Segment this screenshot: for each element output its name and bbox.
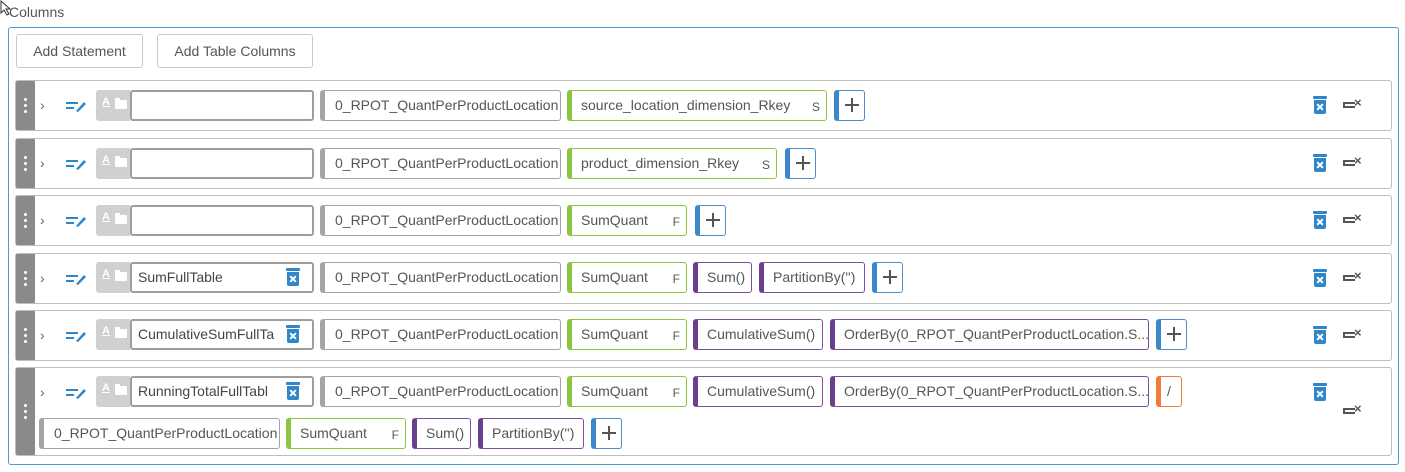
alias-type-badge: A [96,205,130,236]
column-type-tag: F [672,386,680,400]
drag-handle-icon[interactable] [16,139,35,188]
edit-pencil-icon[interactable] [66,157,86,171]
remove-column-icon[interactable]: × [1343,96,1365,110]
alias-input[interactable]: RunningTotalFullTabl [130,376,314,407]
statement-row: › A 0_RPOT_QuantPerProductLocation produ… [15,138,1392,189]
section-title: Columns [9,4,65,20]
edit-pencil-icon[interactable] [66,99,86,113]
plus-icon[interactable] [872,262,903,293]
trash-icon[interactable] [1313,154,1327,172]
chevron-right-icon[interactable]: › [40,384,45,400]
remove-column-icon[interactable]: × [1343,154,1365,168]
chevron-right-icon[interactable]: › [40,155,45,171]
trash-icon[interactable] [1313,326,1327,344]
column-type-tag: F [672,329,680,343]
alias-input[interactable] [130,205,314,236]
source-table-chip[interactable]: 0_RPOT_QuantPerProductLocation [320,376,561,407]
alias-type-badge: A [96,262,130,293]
drag-handle-icon[interactable] [16,311,35,360]
chevron-right-icon[interactable]: › [40,212,45,228]
source-table-chip[interactable]: 0_RPOT_QuantPerProductLocation [320,205,561,236]
function-chip[interactable]: OrderBy(0_RPOT_QuantPerProductLocation.S… [830,319,1149,350]
drag-handle-icon[interactable] [16,81,35,130]
clear-alias-icon[interactable] [286,325,300,343]
source-table-chip[interactable]: 0_RPOT_QuantPerProductLocation [320,90,561,121]
plus-icon[interactable] [695,205,726,236]
clear-alias-icon[interactable] [286,268,300,286]
column-type-tag: F [672,272,680,286]
column-type-tag: S [761,158,770,172]
operator-chip[interactable]: / [1156,376,1182,407]
trash-icon[interactable] [1313,269,1327,287]
edit-pencil-icon[interactable] [66,329,86,343]
columns-panel [8,27,1399,465]
mouse-cursor-icon [0,0,12,16]
edit-pencil-icon[interactable] [66,386,86,400]
function-chip[interactable]: Sum() [693,262,752,293]
remove-column-icon[interactable]: × [1343,211,1365,225]
statement-row: › A CumulativeSumFullTa 0_RPOT_QuantPerP… [15,310,1392,361]
trash-icon[interactable] [1313,96,1327,114]
source-table-chip[interactable]: 0_RPOT_QuantPerProductLocation [320,262,561,293]
alias-input[interactable]: SumFullTable [130,262,314,293]
column-type-tag: F [391,428,399,442]
column-type-tag: F [672,215,680,229]
alias-type-badge: A [96,319,130,350]
remove-column-icon[interactable]: × [1343,402,1365,416]
alias-input[interactable] [130,90,314,121]
edit-pencil-icon[interactable] [66,272,86,286]
plus-icon[interactable] [834,90,865,121]
plus-icon[interactable] [591,418,622,449]
alias-type-badge: A [96,376,130,407]
drag-handle-icon[interactable] [16,368,35,455]
alias-type-badge: A [96,90,130,121]
statement-row: › A 0_RPOT_QuantPerProductLocation sourc… [15,80,1392,131]
source-table-chip[interactable]: 0_RPOT_QuantPerProductLocation [320,148,561,179]
trash-icon[interactable] [1313,211,1327,229]
plus-icon[interactable] [785,148,816,179]
function-chip[interactable]: OrderBy(0_RPOT_QuantPerProductLocation.S… [830,376,1149,407]
alias-input[interactable]: CumulativeSumFullTa [130,319,314,350]
statement-row: › A RunningTotalFullTabl 0_RPOT_QuantPer… [15,367,1392,456]
alias-type-badge: A [96,148,130,179]
edit-pencil-icon[interactable] [66,214,86,228]
statement-row: › A 0_RPOT_QuantPerProductLocation SumQu… [15,195,1392,246]
clear-alias-icon[interactable] [286,382,300,400]
chevron-right-icon[interactable]: › [40,97,45,113]
function-chip[interactable]: CumulativeSum() [693,376,823,407]
column-type-tag: S [811,100,820,114]
drag-handle-icon[interactable] [16,254,35,303]
chevron-right-icon[interactable]: › [40,270,45,286]
source-table-chip[interactable]: 0_RPOT_QuantPerProductLocation [320,319,561,350]
chevron-right-icon[interactable]: › [40,327,45,343]
trash-icon[interactable] [1313,383,1327,401]
add-statement-button[interactable]: Add Statement [16,34,143,68]
statement-row: › A SumFullTable 0_RPOT_QuantPerProductL… [15,253,1392,304]
drag-handle-icon[interactable] [16,196,35,245]
plus-icon[interactable] [1156,319,1187,350]
source-table-chip[interactable]: 0_RPOT_QuantPerProductLocation [39,418,280,449]
alias-input[interactable] [130,148,314,179]
function-chip[interactable]: CumulativeSum() [693,319,823,350]
function-chip[interactable]: PartitionBy('') [478,418,584,449]
add-table-columns-button[interactable]: Add Table Columns [157,34,313,68]
remove-column-icon[interactable]: × [1343,269,1365,283]
function-chip[interactable]: Sum() [412,418,471,449]
remove-column-icon[interactable]: × [1343,326,1365,340]
function-chip[interactable]: PartitionBy('') [759,262,865,293]
